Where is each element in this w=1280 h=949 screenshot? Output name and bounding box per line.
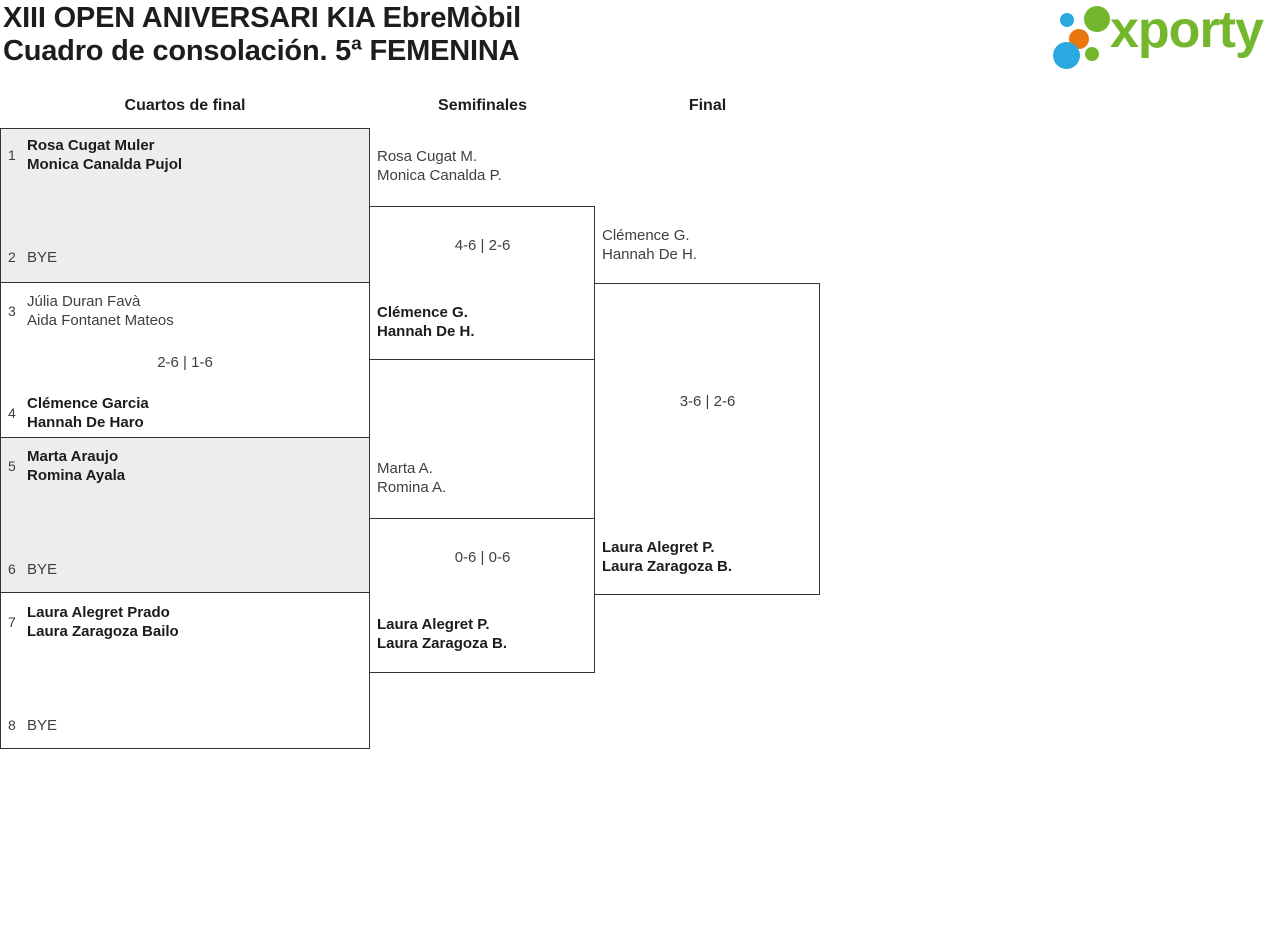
player-name: Hannah De H. (377, 323, 475, 340)
team-names: Rosa Cugat M. Monica Canalda P. (377, 147, 502, 185)
player-name: Júlia Duran Favà (27, 293, 141, 310)
team-names: Clémence G. Hannah De H. (377, 303, 475, 341)
logo-dot-icon (1084, 6, 1110, 32)
bye-label: BYE (27, 561, 58, 578)
team-names: Laura Alegret Prado Laura Zaragoza Bailo (27, 603, 179, 641)
team-names: Marta Araujo Romina Ayala (27, 447, 125, 485)
tournament-title: XIII OPEN ANIVERSARI KIA EbreMòbil (3, 2, 521, 34)
team-names: BYE (27, 560, 57, 579)
player-name: Romina A. (377, 479, 447, 496)
team-names: Marta A. Romina A. (377, 459, 446, 497)
player-name: Rosa Cugat M. (377, 148, 478, 165)
qf3-slot-bottom: 6 BYE (8, 560, 57, 579)
final-slot-bottom: Laura Alegret P. Laura Zaragoza B. (602, 538, 732, 576)
player-name: Laura Alegret Prado (27, 604, 170, 621)
player-name: Romina Ayala (27, 467, 126, 484)
logo-wordmark: xporty (1110, 1, 1264, 59)
logo-dot-icon (1060, 13, 1074, 27)
round-header-semifinals: Semifinales (438, 97, 527, 114)
player-name: Monica Canalda P. (377, 167, 502, 184)
qf3-slot-top: 5 Marta Araujo Romina Ayala (8, 447, 125, 485)
final-match-box (593, 283, 820, 595)
qf-match-4-box (0, 593, 370, 749)
player-name: Laura Zaragoza Bailo (27, 623, 179, 640)
team-names: Laura Alegret P. Laura Zaragoza B. (602, 538, 732, 576)
player-name: Rosa Cugat Muler (27, 137, 155, 154)
team-names: Clémence G. Hannah De H. (602, 226, 697, 264)
player-name: Laura Zaragoza B. (377, 635, 508, 652)
seed-number: 8 (8, 717, 16, 733)
player-name: Aida Fontanet Mateos (27, 312, 174, 329)
sf2-slot-top: Marta A. Romina A. (377, 459, 446, 497)
seed-number: 6 (8, 561, 16, 577)
team-names: Júlia Duran Favà Aida Fontanet Mateos (27, 292, 174, 330)
qf-match-1-box (0, 128, 370, 283)
player-name: Marta Araujo (27, 448, 119, 465)
team-names: Clémence Garcia Hannah De Haro (27, 394, 149, 432)
match-score: 4-6 | 2-6 (454, 237, 511, 254)
qf2-slot-bottom: 4 Clémence Garcia Hannah De Haro (8, 394, 149, 432)
bye-label: BYE (27, 249, 58, 266)
team-names: Rosa Cugat Muler Monica Canalda Pujol (27, 136, 182, 174)
match-score: 3-6 | 2-6 (679, 393, 736, 410)
seed-number: 2 (8, 249, 16, 265)
bye-label: BYE (27, 717, 58, 734)
player-name: Clémence G. (377, 304, 468, 321)
round-header-final: Final (688, 97, 727, 114)
player-name: Laura Zaragoza B. (602, 558, 733, 575)
player-name: Laura Alegret P. (377, 616, 490, 633)
player-name: Hannah De Haro (27, 414, 144, 431)
sf1-slot-top: Rosa Cugat M. Monica Canalda P. (377, 147, 502, 185)
qf-match-2-box (0, 283, 370, 438)
seed-number: 5 (8, 457, 16, 474)
qf4-slot-top: 7 Laura Alegret Prado Laura Zaragoza Bai… (8, 603, 179, 641)
team-names: Laura Alegret P. Laura Zaragoza B. (377, 615, 507, 653)
logo-dot-icon (1085, 47, 1099, 61)
player-name: Marta A. (377, 460, 433, 477)
seed-number: 7 (8, 613, 16, 630)
match-score: 2-6 | 1-6 (157, 354, 213, 371)
player-name: Monica Canalda Pujol (27, 156, 183, 173)
qf-match-3-box (0, 438, 370, 593)
xporty-logo[interactable]: xporty (1048, 4, 1280, 70)
player-name: Hannah De H. (602, 246, 698, 263)
page-title: XIII OPEN ANIVERSARI KIA EbreMòbil Cuadr… (3, 2, 521, 68)
sf2-slot-bottom: Laura Alegret P. Laura Zaragoza B. (377, 615, 507, 653)
seed-number: 3 (8, 302, 16, 319)
logo-dot-icon (1053, 42, 1080, 69)
qf1-slot-top: 1 Rosa Cugat Muler Monica Canalda Pujol (8, 136, 182, 174)
player-name: Clémence G. (602, 227, 690, 244)
seed-number: 4 (8, 404, 16, 421)
player-name: Clémence Garcia (27, 395, 149, 412)
qf4-slot-bottom: 8 BYE (8, 716, 57, 735)
final-slot-top: Clémence G. Hannah De H. (602, 226, 697, 264)
draw-subtitle: Cuadro de consolación. 5ª FEMENINA (3, 35, 520, 67)
qf2-slot-top: 3 Júlia Duran Favà Aida Fontanet Mateos (8, 292, 174, 330)
match-score: 0-6 | 0-6 (454, 549, 511, 566)
team-names: BYE (27, 716, 57, 735)
round-header-quarterfinals: Cuartos de final (124, 97, 246, 114)
team-names: BYE (27, 248, 57, 267)
sf-match-2-box (368, 518, 595, 673)
seed-number: 1 (8, 146, 16, 163)
sf1-slot-bottom: Clémence G. Hannah De H. (377, 303, 475, 341)
player-name: Laura Alegret P. (602, 539, 715, 556)
qf1-slot-bottom: 2 BYE (8, 248, 57, 267)
